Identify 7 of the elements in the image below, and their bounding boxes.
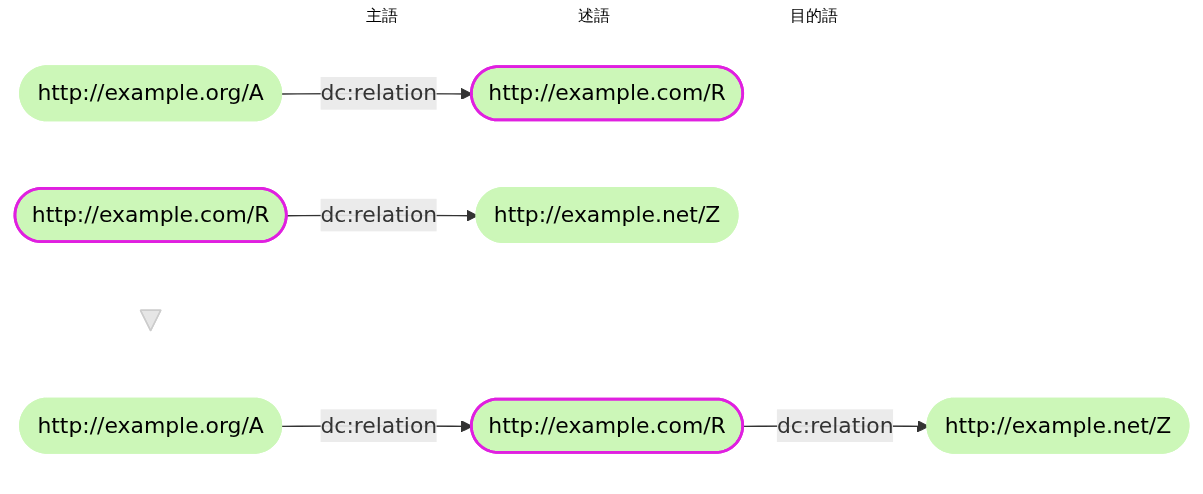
edge-label: dc:relation	[320, 201, 438, 228]
column-heading: 目的語	[789, 6, 838, 27]
column-heading: 主語	[365, 6, 398, 27]
edge-label: dc:relation	[320, 412, 438, 438]
edge-label: dc:relation	[776, 412, 894, 438]
edge-label: dc:relation	[320, 79, 438, 106]
column-heading: 述語	[577, 6, 610, 27]
